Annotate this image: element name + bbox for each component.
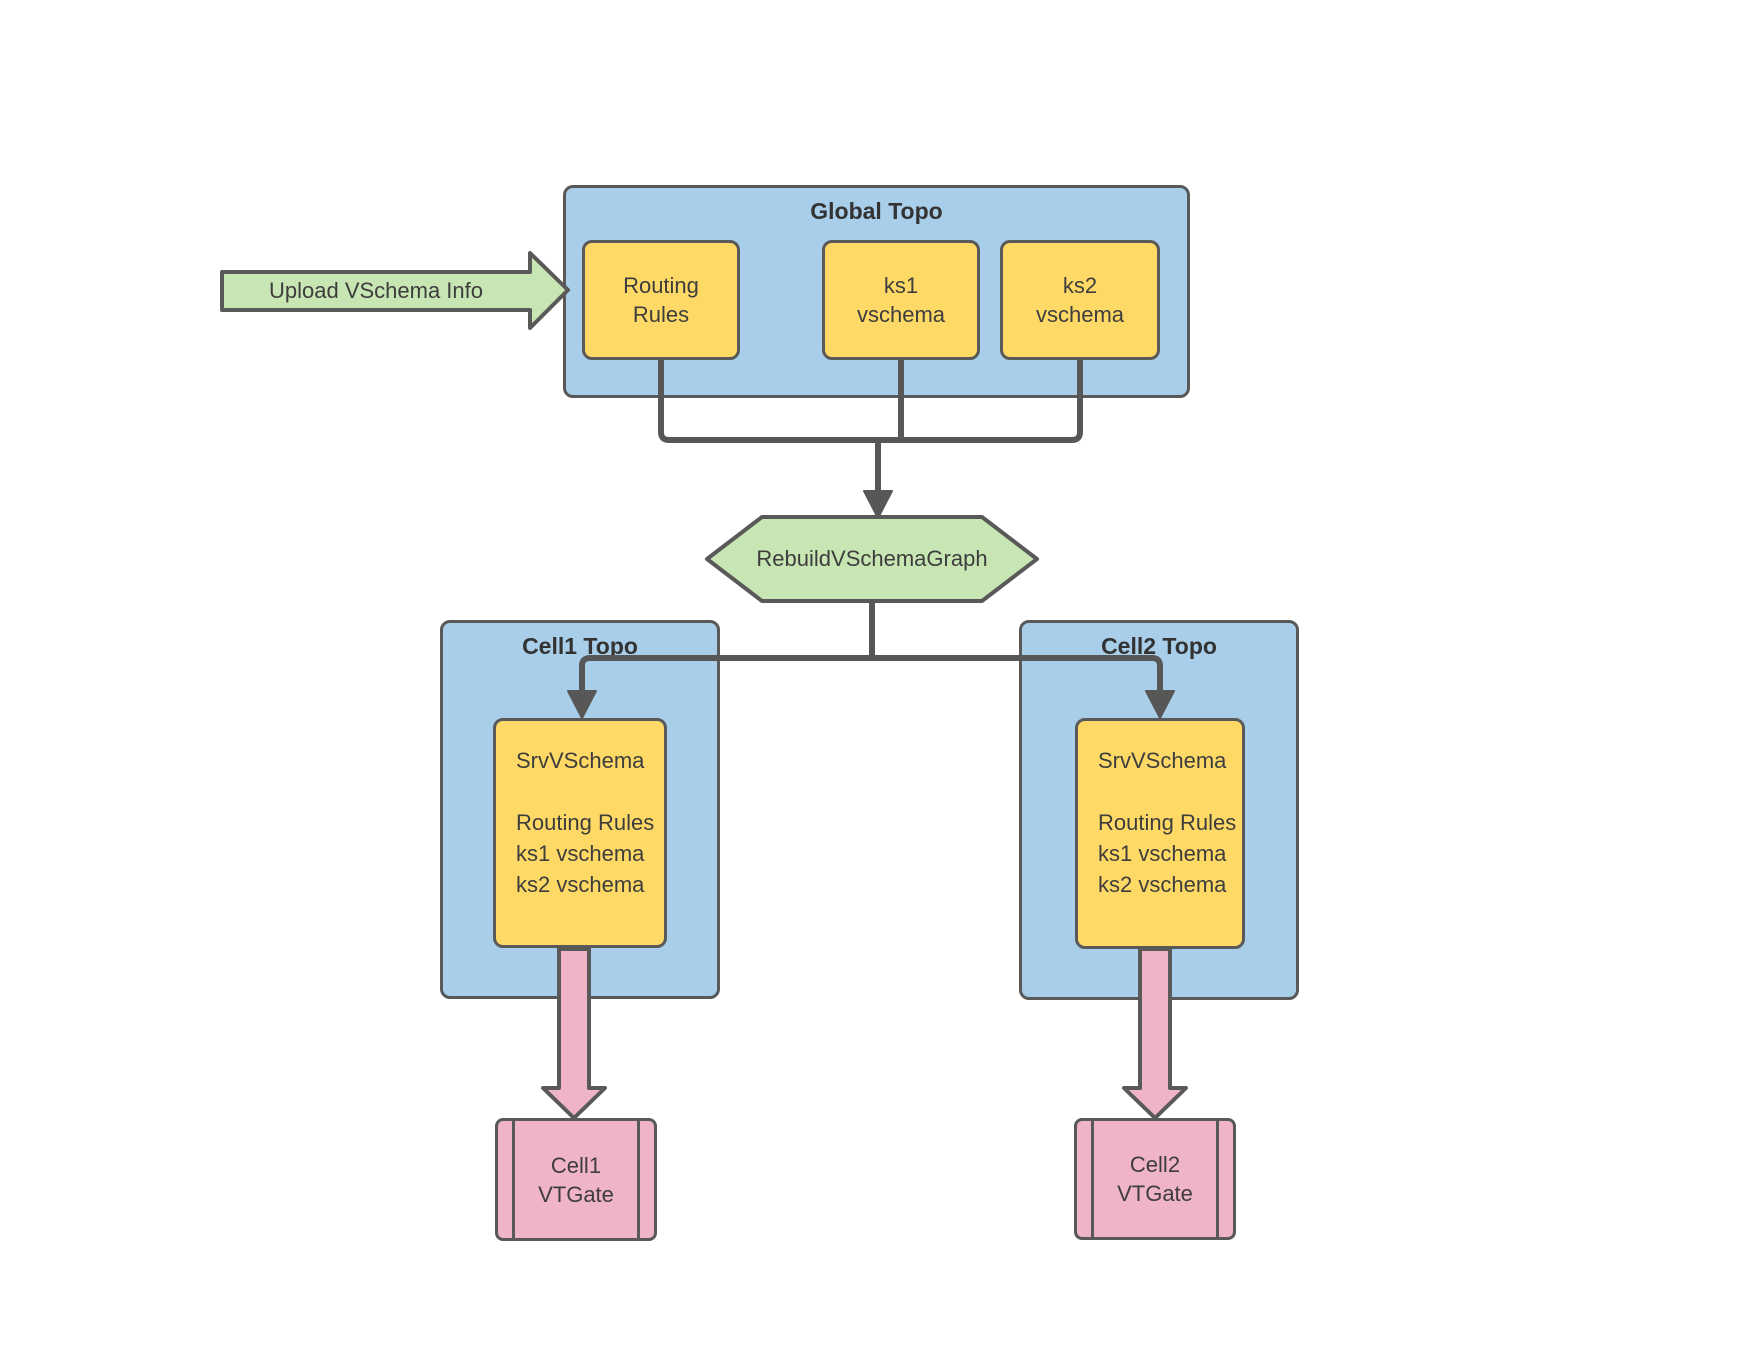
ks1-vschema-label: ks1 vschema [856, 273, 946, 327]
ks2-vschema-node: ks2 vschema [1000, 240, 1160, 360]
vtgate-side-line [512, 1120, 515, 1239]
upload-vschema-arrow-label: Upload VSchema Info [268, 278, 484, 303]
connector-global-to-rebuild [658, 357, 1083, 443]
upload-arrow-shape [220, 251, 570, 330]
connector-rebuild-to-cells-split [579, 655, 1163, 694]
rebuild-arrowhead-icon [863, 490, 893, 519]
cell1-topo-title: Cell1 Topo [522, 633, 638, 659]
cell1-vtgate-arrow-shape [541, 947, 607, 1120]
global-topo-title: Global Topo [810, 198, 943, 224]
cell2-arrowhead-icon [1145, 690, 1175, 719]
cell2-topo-title: Cell2 Topo [1101, 633, 1217, 659]
cell1-arrowhead-icon [567, 690, 597, 719]
ks1-vschema-node: ks1 vschema [822, 240, 980, 360]
cell1-srvvschema-label: SrvVSchema Routing Rules ks1 vschema ks2… [516, 748, 655, 897]
cell2-srvvschema-node: SrvVSchema Routing Rules ks1 vschema ks2… [1075, 718, 1245, 949]
vtgate-side-line [637, 1120, 640, 1239]
vtgate-side-line [1216, 1120, 1219, 1238]
cell2-vtgate-node: Cell2 VTGate [1074, 1118, 1236, 1240]
cell1-srvvschema-node: SrvVSchema Routing Rules ks1 vschema ks2… [493, 718, 667, 948]
routing-rules-node: Routing Rules [582, 240, 740, 360]
cell2-srvvschema-label: SrvVSchema Routing Rules ks1 vschema ks2… [1098, 748, 1237, 897]
rebuild-vschema-graph-shape [705, 515, 1039, 603]
cell2-vtgate-arrow-shape [1122, 947, 1188, 1120]
rebuild-vschema-graph-label: RebuildVSchemaGraph [756, 546, 988, 571]
vtgate-side-line [1091, 1120, 1094, 1238]
cell2-vtgate-label: Cell2 VTGate [1117, 1152, 1193, 1206]
ks2-vschema-label: ks2 vschema [1035, 273, 1125, 327]
cell1-vtgate-node: Cell1 VTGate [495, 1118, 657, 1241]
routing-rules-label: Routing Rules [623, 273, 699, 327]
cell1-vtgate-label: Cell1 VTGate [538, 1152, 614, 1207]
